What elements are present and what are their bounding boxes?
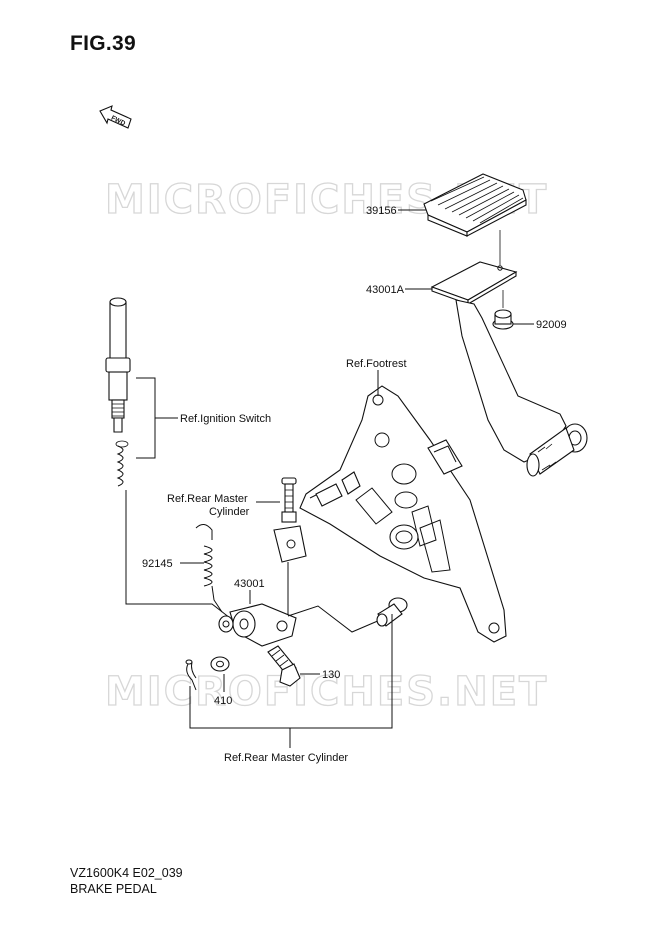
footrest-bracket (299, 385, 507, 643)
cotter-pin (185, 659, 197, 691)
callout-130: 130 (322, 669, 340, 681)
clevis-43001 (218, 603, 297, 647)
watermark-bottom: MICROFICHES.NET (105, 669, 548, 715)
switch-spring (115, 440, 129, 487)
callout-39156: 39156 (366, 205, 397, 217)
pedal-pivot-shaft (526, 423, 588, 477)
diagram-name: BRAKE PEDAL (70, 882, 157, 896)
callout-43001: 43001 (234, 578, 265, 590)
master-cylinder-rod (273, 477, 307, 620)
pedal-pad (423, 173, 527, 237)
callout-ref-ignition-switch: Ref.Ignition Switch (180, 413, 271, 425)
callout-92009: 92009 (536, 319, 567, 331)
page-title: FIG.39 (70, 32, 136, 55)
clevis-pin (376, 597, 408, 627)
brake-pedal-arm (430, 230, 567, 463)
washer-410 (210, 656, 230, 672)
callout-ref-rear-master-bottom: Ref.Rear Master Cylinder (224, 752, 348, 764)
callout-ref-rear-master-1: Ref.Rear Master (167, 493, 248, 505)
bushing-92009 (492, 290, 514, 330)
callout-43001A: 43001A (366, 284, 405, 296)
callout-ref-footrest: Ref.Footrest (346, 358, 407, 370)
bolt-130 (267, 645, 301, 687)
callout-92145: 92145 (142, 558, 173, 570)
return-spring-92145 (195, 524, 223, 613)
diagram-code: VZ1600K4 E02_039 (70, 866, 183, 880)
callout-ref-rear-master-2: Cylinder (209, 506, 250, 518)
callout-410: 410 (214, 695, 232, 707)
fwd-arrow-icon: FWD (99, 105, 132, 129)
ignition-switch (105, 297, 131, 433)
